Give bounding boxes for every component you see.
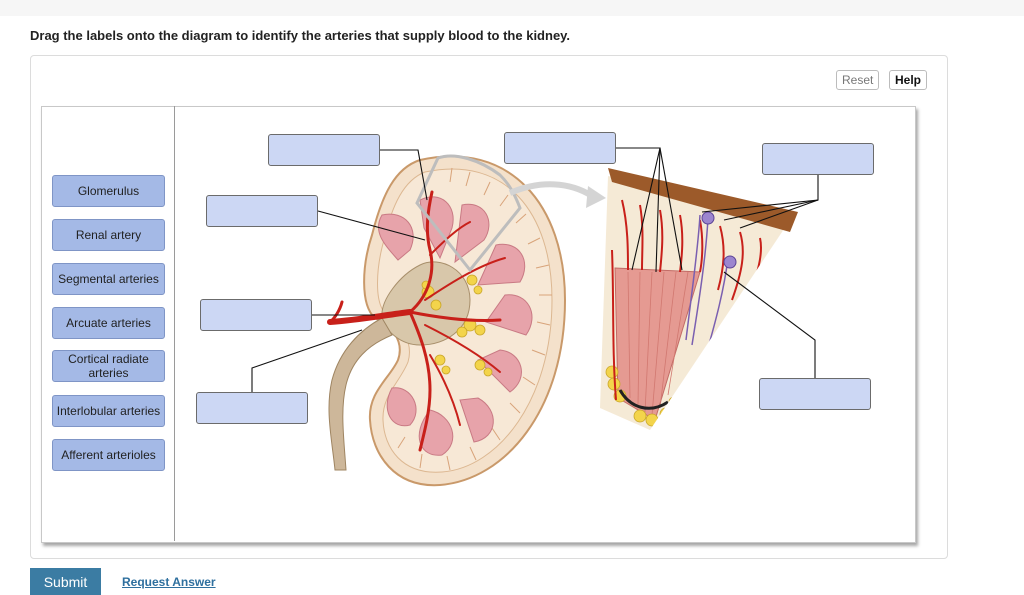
submit-button[interactable]: Submit xyxy=(30,568,101,595)
drop-target-3[interactable] xyxy=(200,299,312,331)
label-renal-artery[interactable]: Renal artery xyxy=(52,219,165,251)
reset-button[interactable]: Reset xyxy=(836,70,880,90)
drop-target-6[interactable] xyxy=(762,143,874,175)
label-cortical-radiate-arteries[interactable]: Cortical radiate arteries xyxy=(52,350,165,382)
help-button[interactable]: Help xyxy=(889,70,928,90)
drop-target-2[interactable] xyxy=(206,195,318,227)
top-strip xyxy=(0,0,1024,16)
drop-target-7[interactable] xyxy=(759,378,871,410)
cortex-wedge-illustration xyxy=(600,168,798,430)
label-interlobular-arteries[interactable]: Interlobular arteries xyxy=(52,395,165,427)
label-segmental-arteries[interactable]: Segmental arteries xyxy=(52,263,165,295)
drop-target-1[interactable] xyxy=(268,134,380,166)
leader-lines xyxy=(251,147,819,392)
drop-target-5[interactable] xyxy=(504,132,616,164)
label-bank xyxy=(41,106,175,541)
request-answer-link[interactable]: Request Answer xyxy=(122,575,216,589)
label-afferent-arterioles[interactable]: Afferent arterioles xyxy=(52,439,165,471)
label-arcuate-arteries[interactable]: Arcuate arteries xyxy=(52,307,165,339)
label-glomerulus[interactable]: Glomerulus xyxy=(52,175,165,207)
drop-target-4[interactable] xyxy=(196,392,308,424)
instruction-text: Drag the labels onto the diagram to iden… xyxy=(30,28,571,43)
kidney-illustration xyxy=(327,154,606,487)
